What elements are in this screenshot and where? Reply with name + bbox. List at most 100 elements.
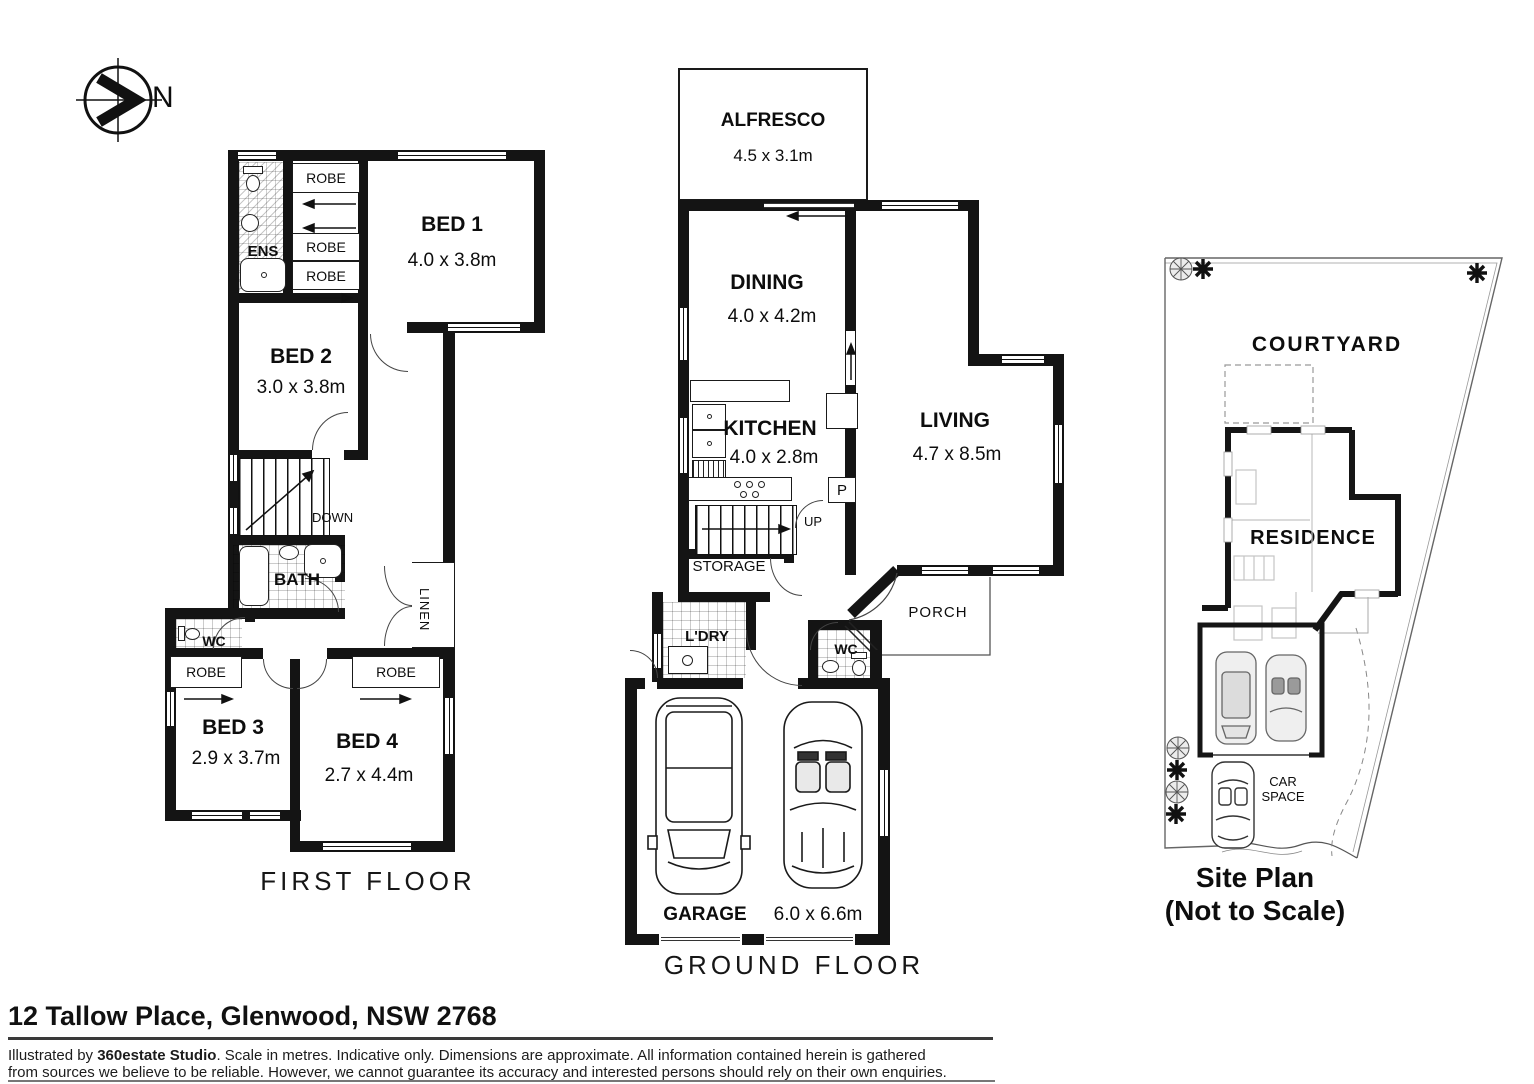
kitchen-bench (688, 477, 792, 501)
wall (228, 450, 312, 460)
wall (625, 678, 637, 945)
cooktop-burner (740, 491, 747, 498)
wall (784, 549, 794, 563)
room-label-bed3: BED 3 (202, 716, 264, 739)
stairs-down-label: DOWN (312, 510, 354, 525)
garage-door (661, 937, 740, 941)
toilet-fixture (851, 652, 867, 659)
window (653, 634, 662, 668)
laundry-tub-drain (682, 655, 693, 666)
stairs-up-label: UP (804, 514, 823, 529)
room-label-garage: GARAGE (663, 904, 747, 925)
room-dims-living: 4.7 x 8.5m (912, 444, 1002, 465)
laundry-label: L'DRY (685, 628, 729, 645)
porch-label: PORCH (908, 604, 968, 621)
robe-label: ROBE (306, 239, 346, 255)
wall (808, 620, 882, 630)
shower-head (320, 558, 326, 564)
site-residence-interior (1230, 432, 1313, 641)
site-dashed-pad (1224, 364, 1314, 424)
disclaimer-line2: from sources we believe to be reliable. … (8, 1064, 947, 1081)
wall (968, 200, 979, 365)
garage-door (766, 937, 853, 941)
divider (8, 1037, 993, 1040)
disclaimer-text: Illustrated by (8, 1047, 98, 1064)
car-space-label: CAR (1269, 774, 1297, 789)
divider (8, 1080, 995, 1082)
cooktop-burner (734, 481, 741, 488)
wall (678, 592, 770, 602)
site-residence-windows (1223, 425, 1380, 599)
courtyard-label: COURTYARD (1251, 333, 1403, 356)
window (398, 151, 506, 160)
wall (742, 934, 764, 945)
wall (845, 200, 856, 575)
window (993, 566, 1039, 575)
wall (344, 450, 368, 460)
sliding-door (764, 203, 854, 208)
wall (165, 648, 263, 659)
site-plan-subtitle: (Not to Scale) (1164, 895, 1346, 926)
bush-icon (1167, 760, 1187, 780)
wall (228, 535, 345, 545)
room-dims-bed4: 2.7 x 4.4m (324, 765, 414, 786)
suv-top-view (647, 697, 751, 895)
window (238, 151, 276, 160)
address-title: 12 Tallow Place, Glenwood, NSW 2768 (8, 1001, 497, 1031)
wall (327, 648, 455, 659)
site-garage-cars (1215, 651, 1307, 745)
site-driveway-dashed (1331, 627, 1370, 857)
linen-closet (412, 562, 455, 648)
room-label-living: LIVING (919, 409, 991, 432)
site-car-space-car (1211, 761, 1255, 849)
wall (746, 592, 756, 650)
window (229, 508, 238, 534)
wall (290, 659, 300, 852)
room-dims-bed1: 4.0 x 3.8m (407, 250, 497, 271)
wall (678, 200, 689, 592)
window (1054, 425, 1063, 483)
room-label-bed4: BED 4 (336, 730, 398, 753)
cooktop-burner (758, 481, 765, 488)
wall (228, 150, 239, 617)
room-label-wc-ground: WC (834, 641, 858, 657)
window (879, 770, 889, 836)
window (1002, 355, 1044, 364)
toilet-fixture (852, 660, 866, 676)
appliance-tower (826, 393, 858, 429)
tree-icon (1166, 736, 1190, 760)
robe-closet (352, 656, 440, 688)
basin-fixture (822, 660, 839, 673)
pantry-cupboard (828, 477, 856, 503)
window (250, 811, 280, 820)
wall (657, 678, 743, 689)
room-label-kitchen: KITCHEN (723, 417, 817, 440)
site-garage (1197, 622, 1325, 759)
bush-icon (1193, 259, 1213, 279)
room-label-bed2: BED 2 (270, 345, 332, 368)
cooktop-burner (752, 491, 759, 498)
room-label-bath: BATH (274, 570, 320, 589)
wall (228, 293, 368, 303)
disclaimer-text: . Scale in metres. Indicative only. Dime… (216, 1047, 926, 1064)
wall (358, 293, 368, 460)
kitchen-bench (690, 380, 790, 402)
robe-label: ROBE (306, 268, 346, 284)
toilet-fixture (243, 166, 263, 174)
compass-icon (76, 58, 162, 142)
room-dims-dining: 4.0 x 4.2m (727, 306, 817, 327)
window (922, 566, 968, 575)
wall (358, 150, 368, 303)
window (323, 842, 411, 851)
appliance-knob (707, 414, 712, 419)
wall (245, 608, 255, 622)
stair-arrows (245, 469, 792, 535)
window (882, 201, 958, 210)
room-dims-bed2: 3.0 x 3.8m (256, 377, 346, 398)
sports-car-top-view (783, 701, 863, 889)
wall (534, 150, 545, 333)
shower-head (261, 272, 267, 278)
wall (283, 150, 293, 303)
window (192, 811, 242, 820)
